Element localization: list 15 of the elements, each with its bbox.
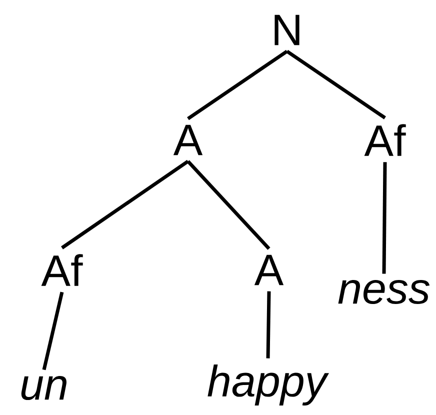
tree-branch bbox=[187, 50, 288, 120]
tree-label: happy bbox=[208, 364, 330, 406]
tree-branch bbox=[266, 291, 271, 358]
tree-label: Af bbox=[41, 254, 83, 286]
tree-branch bbox=[61, 160, 189, 250]
tree-label: A bbox=[254, 254, 284, 286]
tree-label: N bbox=[274, 14, 300, 46]
tree-label: un bbox=[21, 376, 66, 400]
tree-branch bbox=[382, 162, 387, 274]
tree-label: Af bbox=[364, 124, 406, 156]
tree-branch bbox=[186, 160, 270, 250]
tree-branch bbox=[286, 50, 386, 120]
tree-label: ness bbox=[338, 280, 430, 304]
tree-label: A bbox=[173, 124, 203, 156]
tree-branch bbox=[42, 292, 64, 370]
